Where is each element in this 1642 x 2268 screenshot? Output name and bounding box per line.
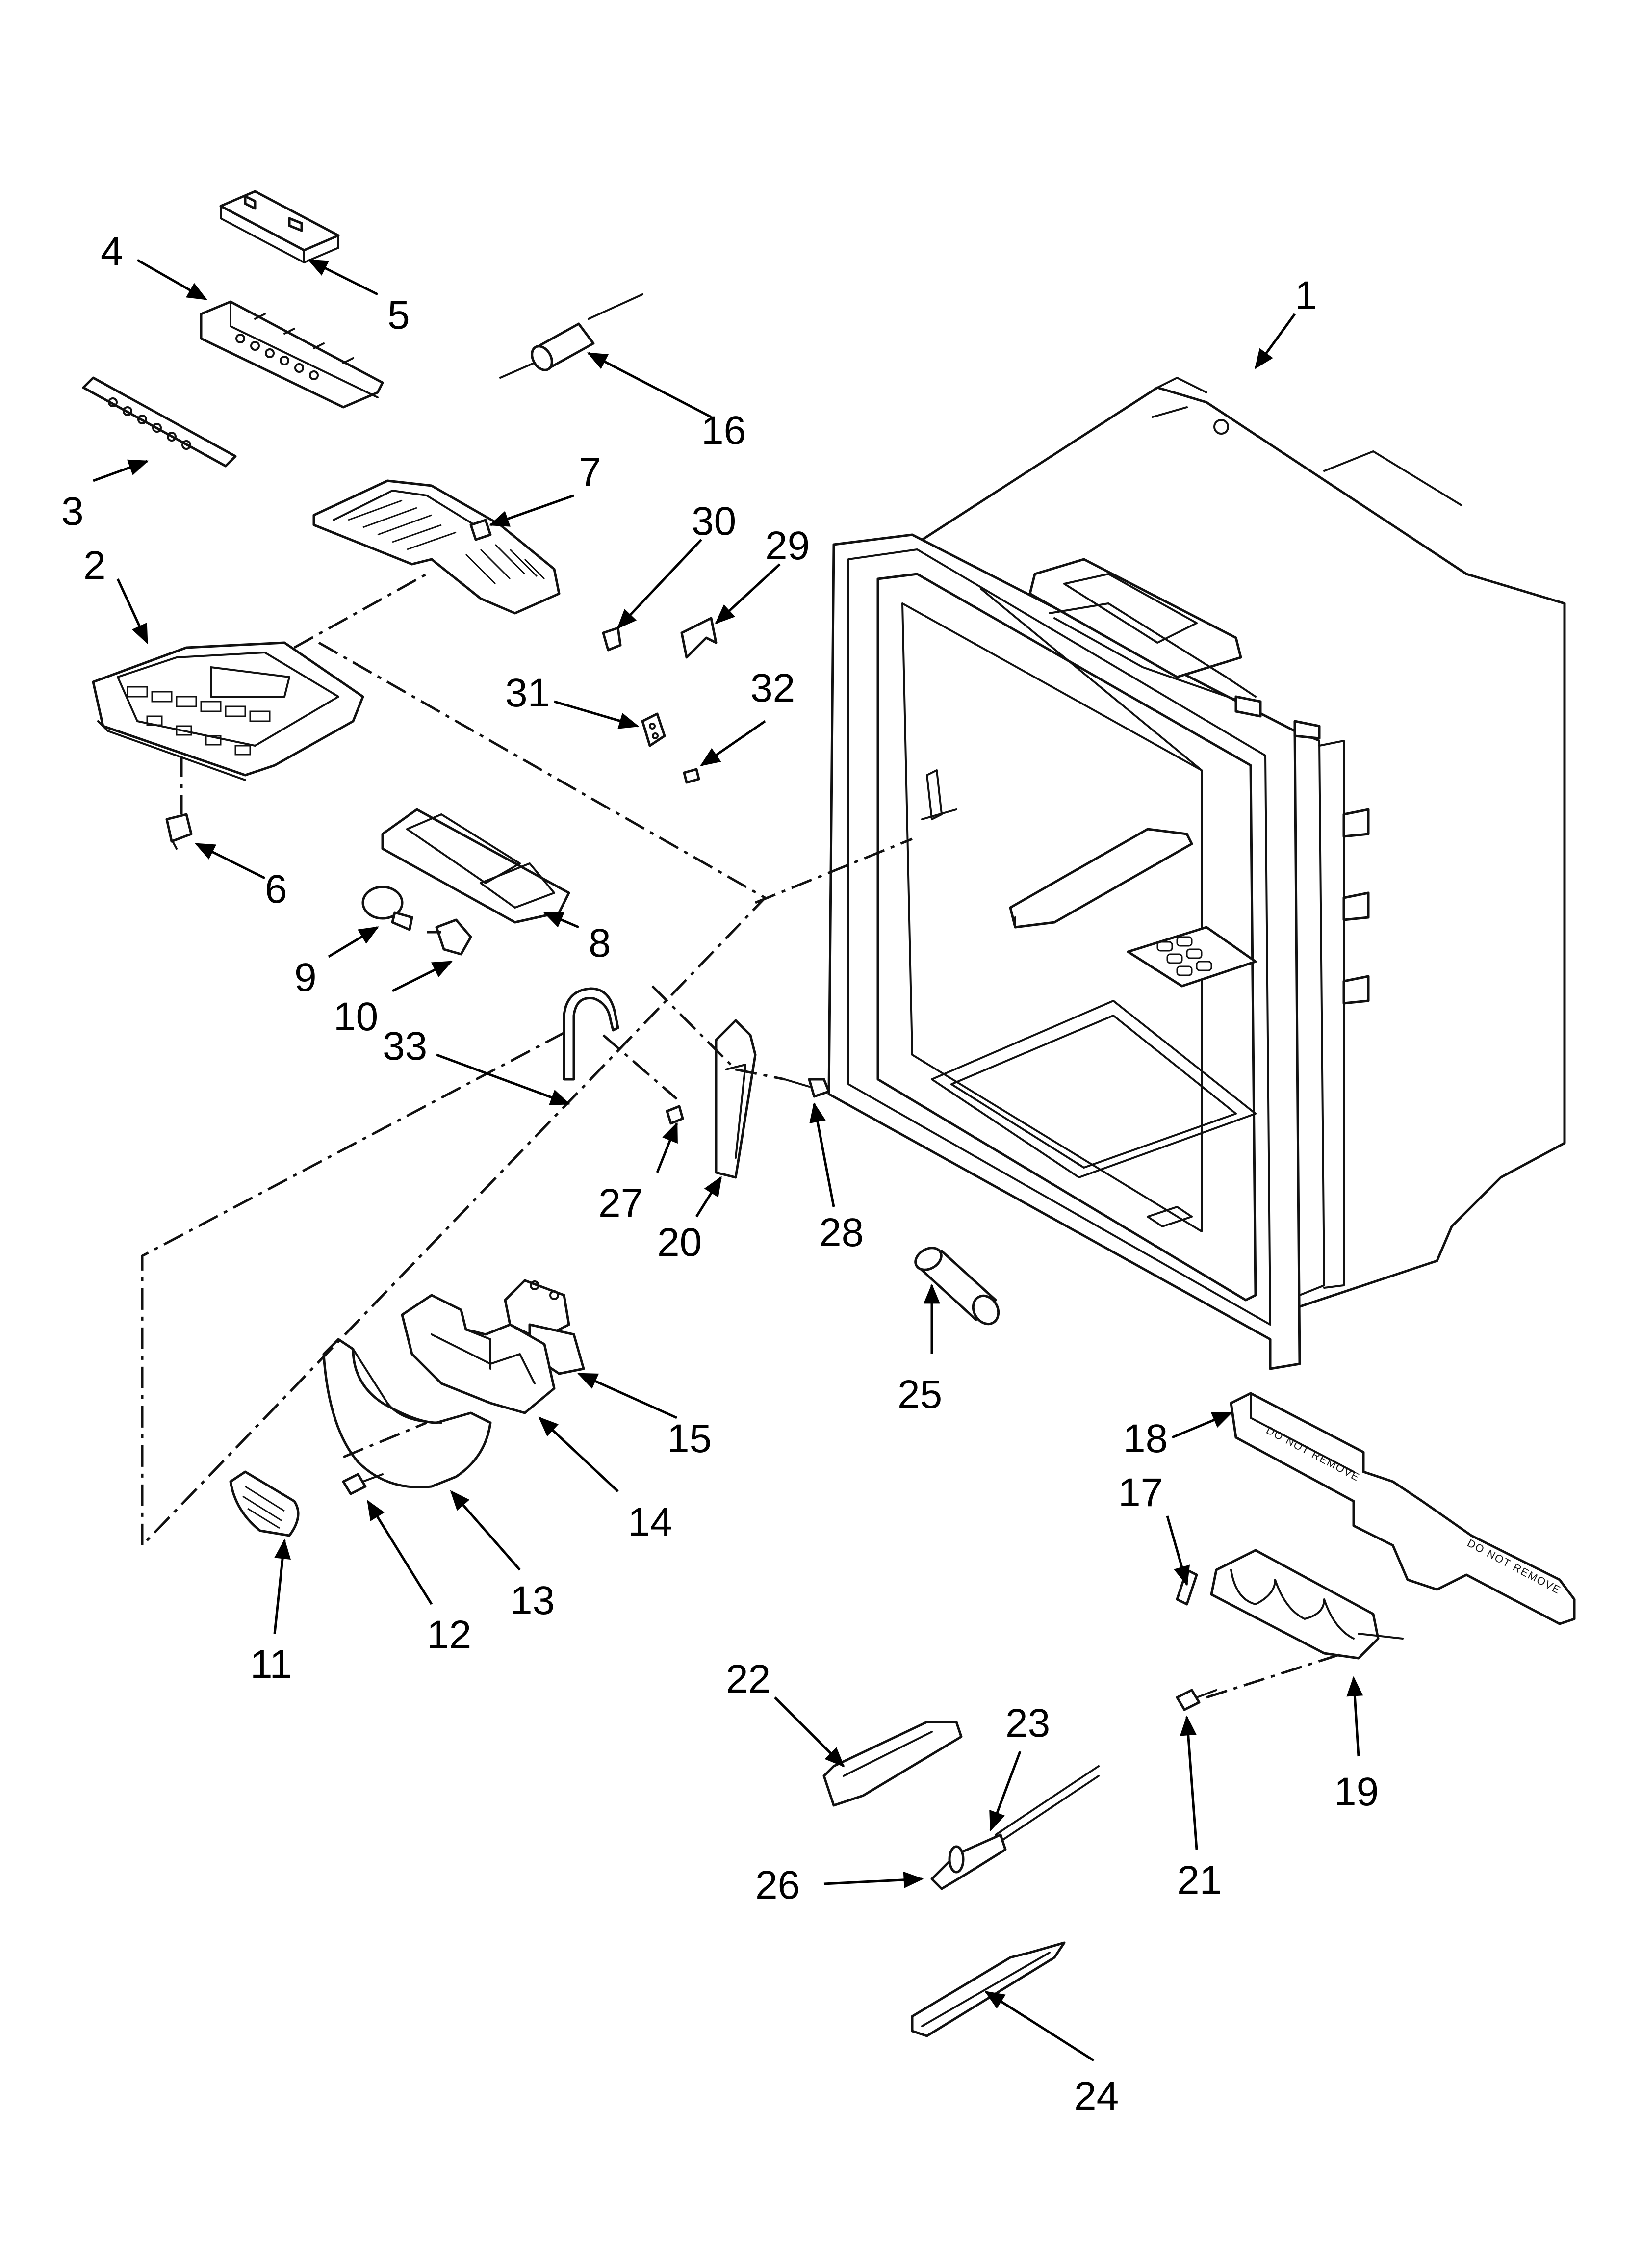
part-8-socket-housing xyxy=(381,808,570,924)
callout-14: 14 xyxy=(628,1500,672,1544)
callout-24: 24 xyxy=(1074,2074,1119,2118)
part-10-socket xyxy=(435,918,472,956)
part-20-bracket xyxy=(715,1019,757,1179)
part-28-screw xyxy=(784,1078,830,1098)
callout-4: 4 xyxy=(101,229,123,274)
part-30-clip xyxy=(602,626,622,652)
callout-29: 29 xyxy=(765,523,810,568)
part-13-dispenser-frame xyxy=(322,1338,492,1488)
part-23-wire xyxy=(995,1765,1100,1846)
part-33-tube xyxy=(563,987,619,1081)
callout-1: 1 xyxy=(1295,273,1317,318)
callout-11: 11 xyxy=(250,1642,292,1687)
assembly-lines xyxy=(141,573,1344,1699)
part-19-heater xyxy=(1210,1549,1404,1660)
part-6-switch xyxy=(165,813,193,850)
callout-7: 7 xyxy=(579,450,601,495)
part-25-cylinder xyxy=(914,1247,1000,1326)
part-4-control-housing xyxy=(200,300,384,409)
callout-19: 19 xyxy=(1334,1770,1379,1814)
part-11-pad xyxy=(229,1470,300,1537)
callout-leaders xyxy=(93,259,1363,2062)
callout-26: 26 xyxy=(755,1863,800,1907)
part-14-dispenser-housing xyxy=(401,1294,556,1414)
callout-8: 8 xyxy=(589,921,611,965)
callout-labels: 1 2 3 4 5 6 7 8 9 10 33 11 12 13 14 15 1… xyxy=(61,229,1379,2118)
part-29-shield xyxy=(680,617,718,659)
callout-12: 12 xyxy=(427,1613,471,1657)
part-9-bulb xyxy=(361,886,413,931)
callout-2: 2 xyxy=(83,543,106,588)
callout-6: 6 xyxy=(265,867,287,912)
callout-21: 21 xyxy=(1177,1858,1222,1903)
part-32-clip xyxy=(683,768,700,784)
part-31-bracket xyxy=(641,712,666,747)
callout-9: 9 xyxy=(294,955,317,1000)
callout-27: 27 xyxy=(598,1181,643,1225)
callout-25: 25 xyxy=(898,1372,942,1417)
callout-20: 20 xyxy=(657,1220,702,1265)
part-1-liner xyxy=(827,377,1566,1370)
callout-18: 18 xyxy=(1123,1416,1168,1461)
callout-28: 28 xyxy=(819,1210,864,1255)
callout-23: 23 xyxy=(1005,1701,1050,1746)
part-3-overlay xyxy=(82,376,237,468)
part-12-screw xyxy=(342,1473,384,1495)
callout-16: 16 xyxy=(701,408,746,453)
part-18-duct: DO NOT REMOVE DO NOT REMOVE xyxy=(1230,1392,1576,1625)
callout-15: 15 xyxy=(667,1416,712,1461)
callout-31: 31 xyxy=(505,671,550,715)
callout-22: 22 xyxy=(726,1657,770,1701)
part-27-clip xyxy=(666,1105,684,1125)
part-22-bracket xyxy=(822,1721,963,1807)
part-24-rail xyxy=(911,1941,1066,2037)
callout-5: 5 xyxy=(387,293,410,338)
callout-17: 17 xyxy=(1118,1470,1163,1515)
callout-13: 13 xyxy=(510,1578,555,1623)
part-2-light-housing xyxy=(92,641,364,781)
part-7-light-cover xyxy=(312,479,561,615)
part-16-capacitor xyxy=(499,293,643,379)
callout-32: 32 xyxy=(750,666,795,710)
part-15-valve xyxy=(504,1279,585,1375)
part-26-thermistor xyxy=(930,1833,1007,1890)
part-17-sensor xyxy=(1176,1568,1198,1606)
callout-10: 10 xyxy=(334,994,378,1039)
callout-3: 3 xyxy=(61,489,84,534)
part-5-control-board xyxy=(219,190,340,263)
callout-30: 30 xyxy=(692,499,736,544)
part-21-screw xyxy=(1176,1689,1217,1711)
callout-33: 33 xyxy=(383,1024,427,1069)
